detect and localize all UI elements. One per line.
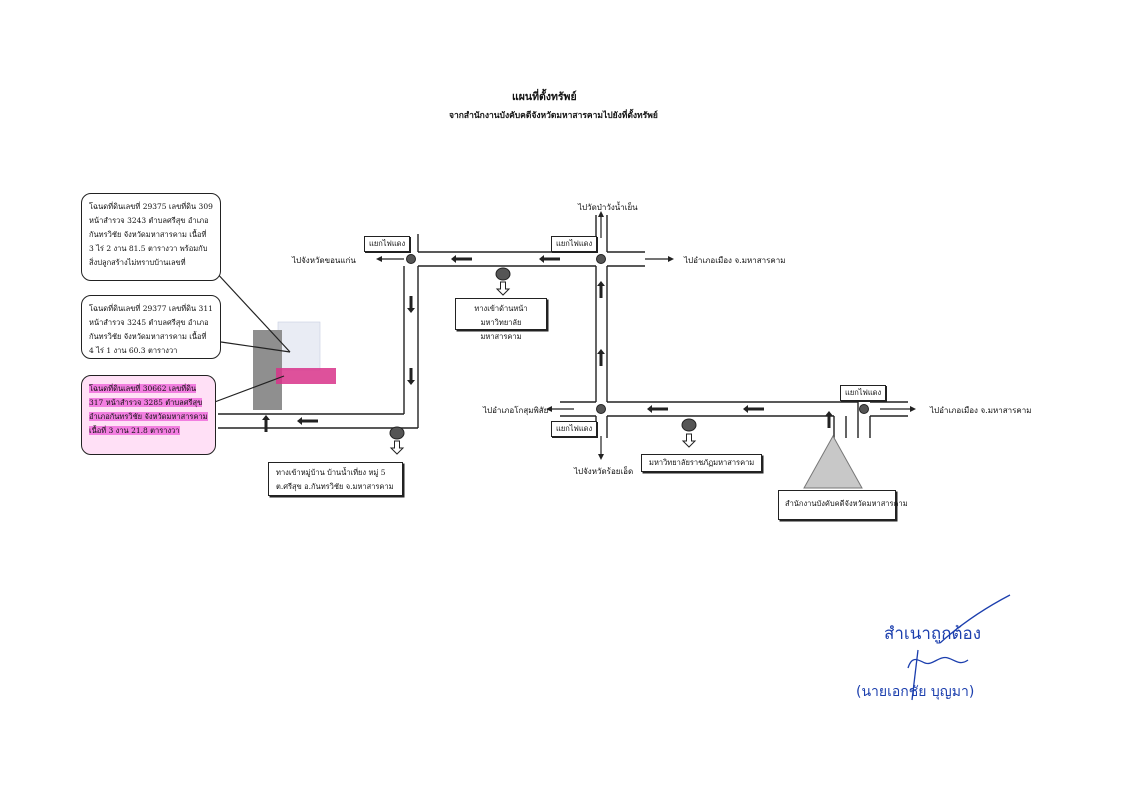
signal-sign-office: แยกไฟแดง [840, 385, 887, 401]
landmark-office: สำนักงานบังคับคดีจังหวัดมหาสารคาม [778, 490, 908, 520]
leader-lines [211, 269, 291, 404]
signal-sign-middle: แยกไฟแดง [551, 236, 598, 252]
road-arrow-left-head [743, 405, 748, 413]
landmark-university-entrance: ทางเข้าด้านหน้ามหาวิทยาลัยมหาสารคาม [455, 298, 547, 341]
direction-arrowhead [598, 211, 604, 217]
road-arrow-up-head [597, 281, 605, 286]
road-arrow-down-head [407, 380, 415, 385]
certified-copy-stamp: สำเนาถูกต้อง [884, 624, 982, 644]
direction-arrowhead [668, 256, 674, 262]
direction-arrowhead [546, 406, 552, 412]
landmark-village-entrance: ทางเข้าหมู่บ้าน บ้านน้ำเที่ยง หมู่ 5 ต.ศ… [268, 462, 403, 496]
road-arrow-up-head [597, 349, 605, 354]
road-arrow-left-head [451, 255, 456, 263]
road-arrow-left-head [539, 255, 544, 263]
landmark-rajabhat: มหาวิทยาลัยราชภัฏมหาสารคาม [641, 454, 763, 472]
road-arrow-left-head [647, 405, 652, 413]
university-marker [495, 267, 511, 281]
direction-lines [380, 258, 912, 410]
landmark-text: สำนักงานบังคับคดีจังหวัดมหาสารคาม [785, 499, 908, 508]
office-triangle [803, 434, 863, 489]
direction-arrowhead [376, 256, 382, 262]
direction-arrowhead [598, 454, 604, 460]
road-arrow-up-head [262, 415, 270, 420]
intersection-dot [859, 404, 869, 414]
plot-card-text: โฉนดที่ดินเลขที่ 29375 เลขที่ดิน 309 หน้… [89, 202, 213, 267]
roads-main [218, 215, 908, 438]
intersection-dot [406, 254, 416, 264]
university-arrow [495, 281, 511, 296]
map-title: แผนที่ตั้งทรัพย์ [512, 91, 577, 103]
plot-card-text: โฉนดที่ดินเลขที่ 30662 เลขที่ดิน 317 หน้… [89, 384, 208, 435]
road-arrow-down-head [407, 308, 415, 313]
direction-khon-kaen: ไปจังหวัดขอนแก่น [292, 256, 356, 265]
intersection-dot [596, 254, 606, 264]
landmark-text: ทางเข้าด้านหน้ามหาวิทยาลัยมหาสารคาม [474, 304, 528, 341]
direction-roi-et: ไปจังหวัดร้อยเอ็ด [574, 467, 634, 476]
road-arrow-up-head [825, 411, 833, 416]
signal-sign-lower: แยกไฟแดง [551, 421, 598, 437]
rajabhat-arrow [681, 433, 697, 448]
landmark-text: มหาวิทยาลัยราชภัฏมหาสารคาม [649, 458, 755, 467]
village-marker [389, 426, 405, 440]
landmark-text: ทางเข้าหมู่บ้าน บ้านน้ำเที่ยง หมู่ 5 ต.ศ… [276, 468, 394, 491]
plot-card-29375: โฉนดที่ดินเลขที่ 29375 เลขที่ดิน 309 หน้… [81, 193, 221, 281]
signal-sign-left: แยกไฟแดง [364, 236, 411, 252]
plot-card-29377: โฉนดที่ดินเลขที่ 29377 เลขที่ดิน 311 หน้… [81, 295, 221, 359]
direction-arrowhead [910, 406, 916, 412]
signer-name: (นายเอกชัย บุญมา) [856, 684, 975, 700]
intersection-dot [596, 404, 606, 414]
plot-highlight [276, 368, 336, 384]
direction-city-right: ไปอำเภอเมือง จ.มหาสารคาม [930, 406, 1032, 415]
plot-card-30662: โฉนดที่ดินเลขที่ 30662 เลขที่ดิน 317 หน้… [81, 375, 216, 455]
plot-card-text: โฉนดที่ดินเลขที่ 29377 เลขที่ดิน 311 หน้… [89, 304, 213, 355]
direction-city-top: ไปอำเภอเมือง จ.มหาสารคาม [684, 256, 786, 265]
road-arrow-left-head [297, 417, 302, 425]
rajabhat-marker [681, 418, 697, 432]
map-subtitle: จากสำนักงานบังคับคดีจังหวัดมหาสารคามไปยั… [449, 111, 658, 121]
direction-kosum: ไปอำเภอโกสุมพิสัย [483, 406, 549, 415]
village-arrow [389, 440, 405, 455]
direction-wat-pa: ไปวัดป่าวังน้ำเย็น [578, 203, 638, 212]
